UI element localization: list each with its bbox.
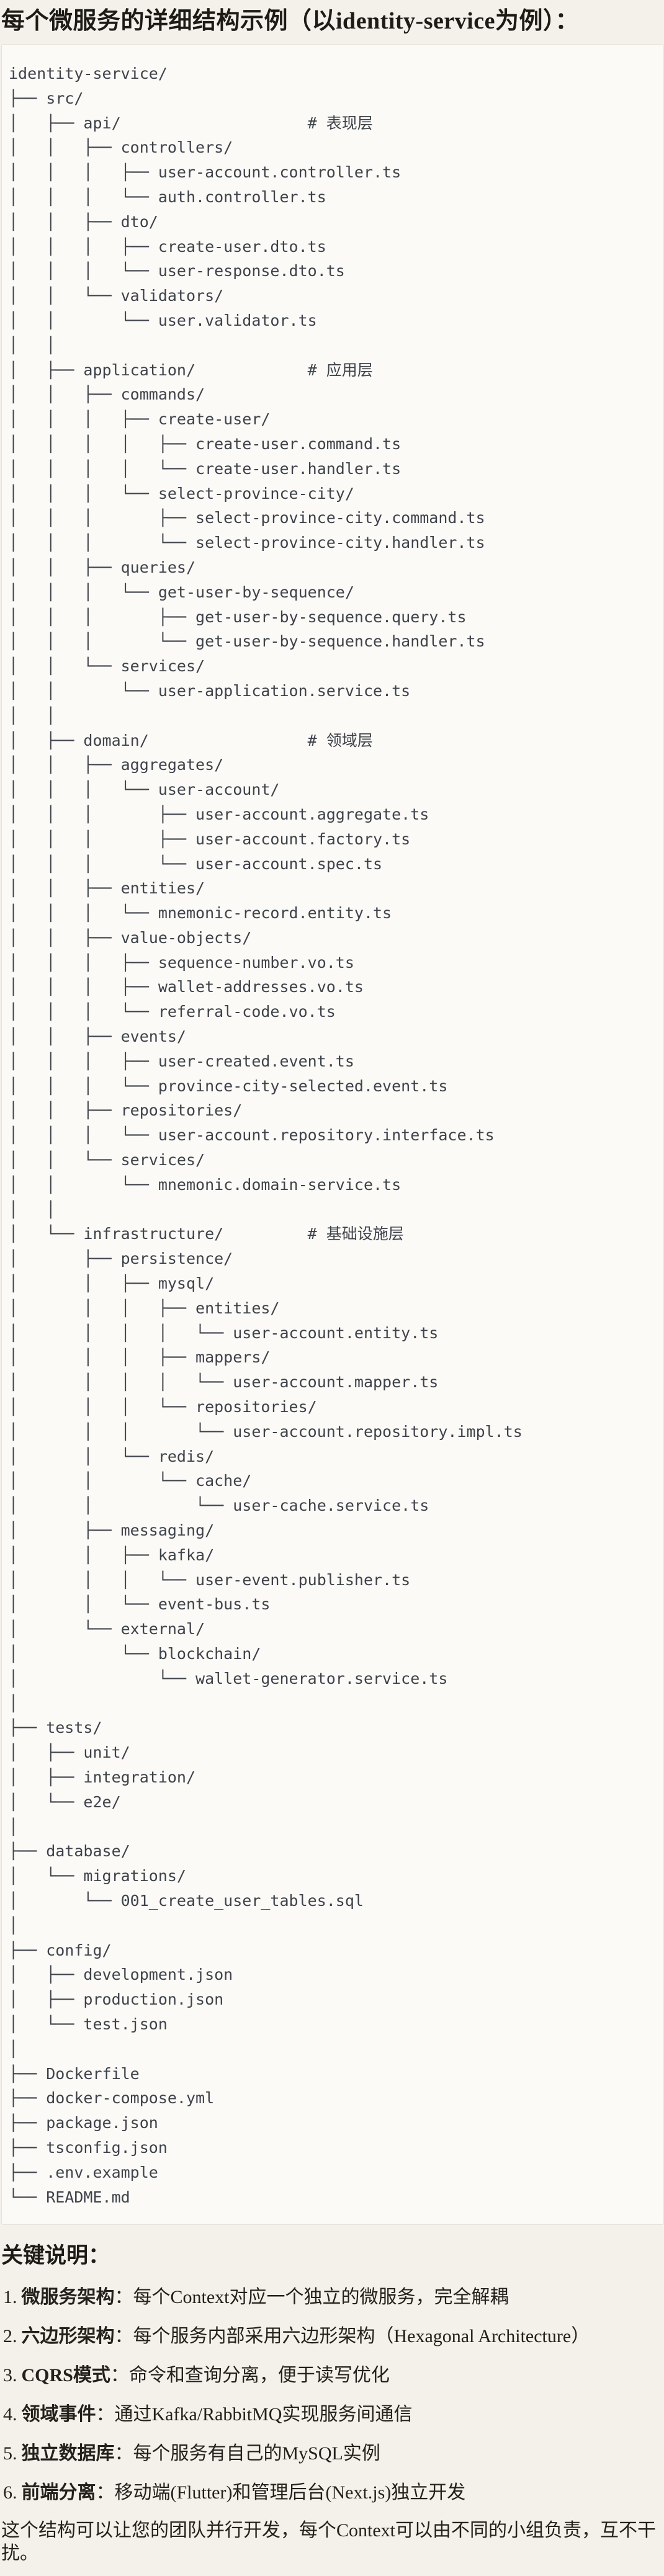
note-item-2: 2.六边形架构：每个服务内部采用六边形架构（Hexagonal Architec… [3,2325,664,2348]
note-item-4: 4.领域事件：通过Kafka/RabbitMQ实现服务间通信 [3,2403,664,2426]
note-term: 独立数据库 [21,2443,115,2464]
note-description: 移动端(Flutter)和管理后台(Next.js)独立开发 [114,2482,466,2503]
note-number: 2. [3,2326,17,2347]
footer-paragraph: 这个结构可以让您的团队并行开发，每个Context可以由不同的小组负责，互不干扰… [1,2520,656,2564]
note-number: 3. [3,2365,17,2386]
note-colon: ： [114,2443,133,2464]
note-term: CQRS模式 [21,2365,110,2386]
page-title: 每个微服务的详细结构示例（以identity-service为例）： [1,8,580,34]
note-term: 前端分离 [21,2482,96,2503]
note-number: 6. [3,2482,17,2503]
note-term: 领域事件 [21,2404,96,2425]
note-item-5: 5.独立数据库：每个服务有自己的MySQL实例 [3,2442,664,2465]
note-number: 1. [3,2287,17,2308]
note-colon: ： [96,2482,115,2503]
note-term: 六边形架构 [21,2326,115,2347]
note-colon: ： [114,2287,133,2308]
note-term: 微服务架构 [21,2287,115,2308]
note-description: 每个Context对应一个独立的微服务，完全解耦 [133,2287,509,2308]
notes-list: 1.微服务架构：每个Context对应一个独立的微服务，完全解耦 2.六边形架构… [1,2286,664,2504]
note-colon: ： [110,2365,129,2386]
note-number: 5. [3,2443,17,2464]
note-description: 每个服务有自己的MySQL实例 [133,2443,380,2464]
directory-tree-code-block: identity-service/ ├── src/ │ ├── api/ # … [1,44,664,2225]
note-description: 命令和查询分离，便于读写优化 [128,2365,390,2386]
directory-tree: identity-service/ ├── src/ │ ├── api/ # … [9,65,523,2206]
note-item-6: 6.前端分离：移动端(Flutter)和管理后台(Next.js)独立开发 [3,2481,664,2504]
note-description: 每个服务内部采用六边形架构（Hexagonal Architecture） [133,2326,590,2347]
notes-heading: 关键说明： [1,2243,110,2268]
note-item-1: 1.微服务架构：每个Context对应一个独立的微服务，完全解耦 [3,2286,664,2309]
note-number: 4. [3,2404,17,2425]
note-colon: ： [96,2404,115,2425]
note-item-3: 3.CQRS模式：命令和查询分离，便于读写优化 [3,2364,664,2387]
note-colon: ： [114,2326,133,2347]
note-description: 通过Kafka/RabbitMQ实现服务间通信 [114,2404,413,2425]
